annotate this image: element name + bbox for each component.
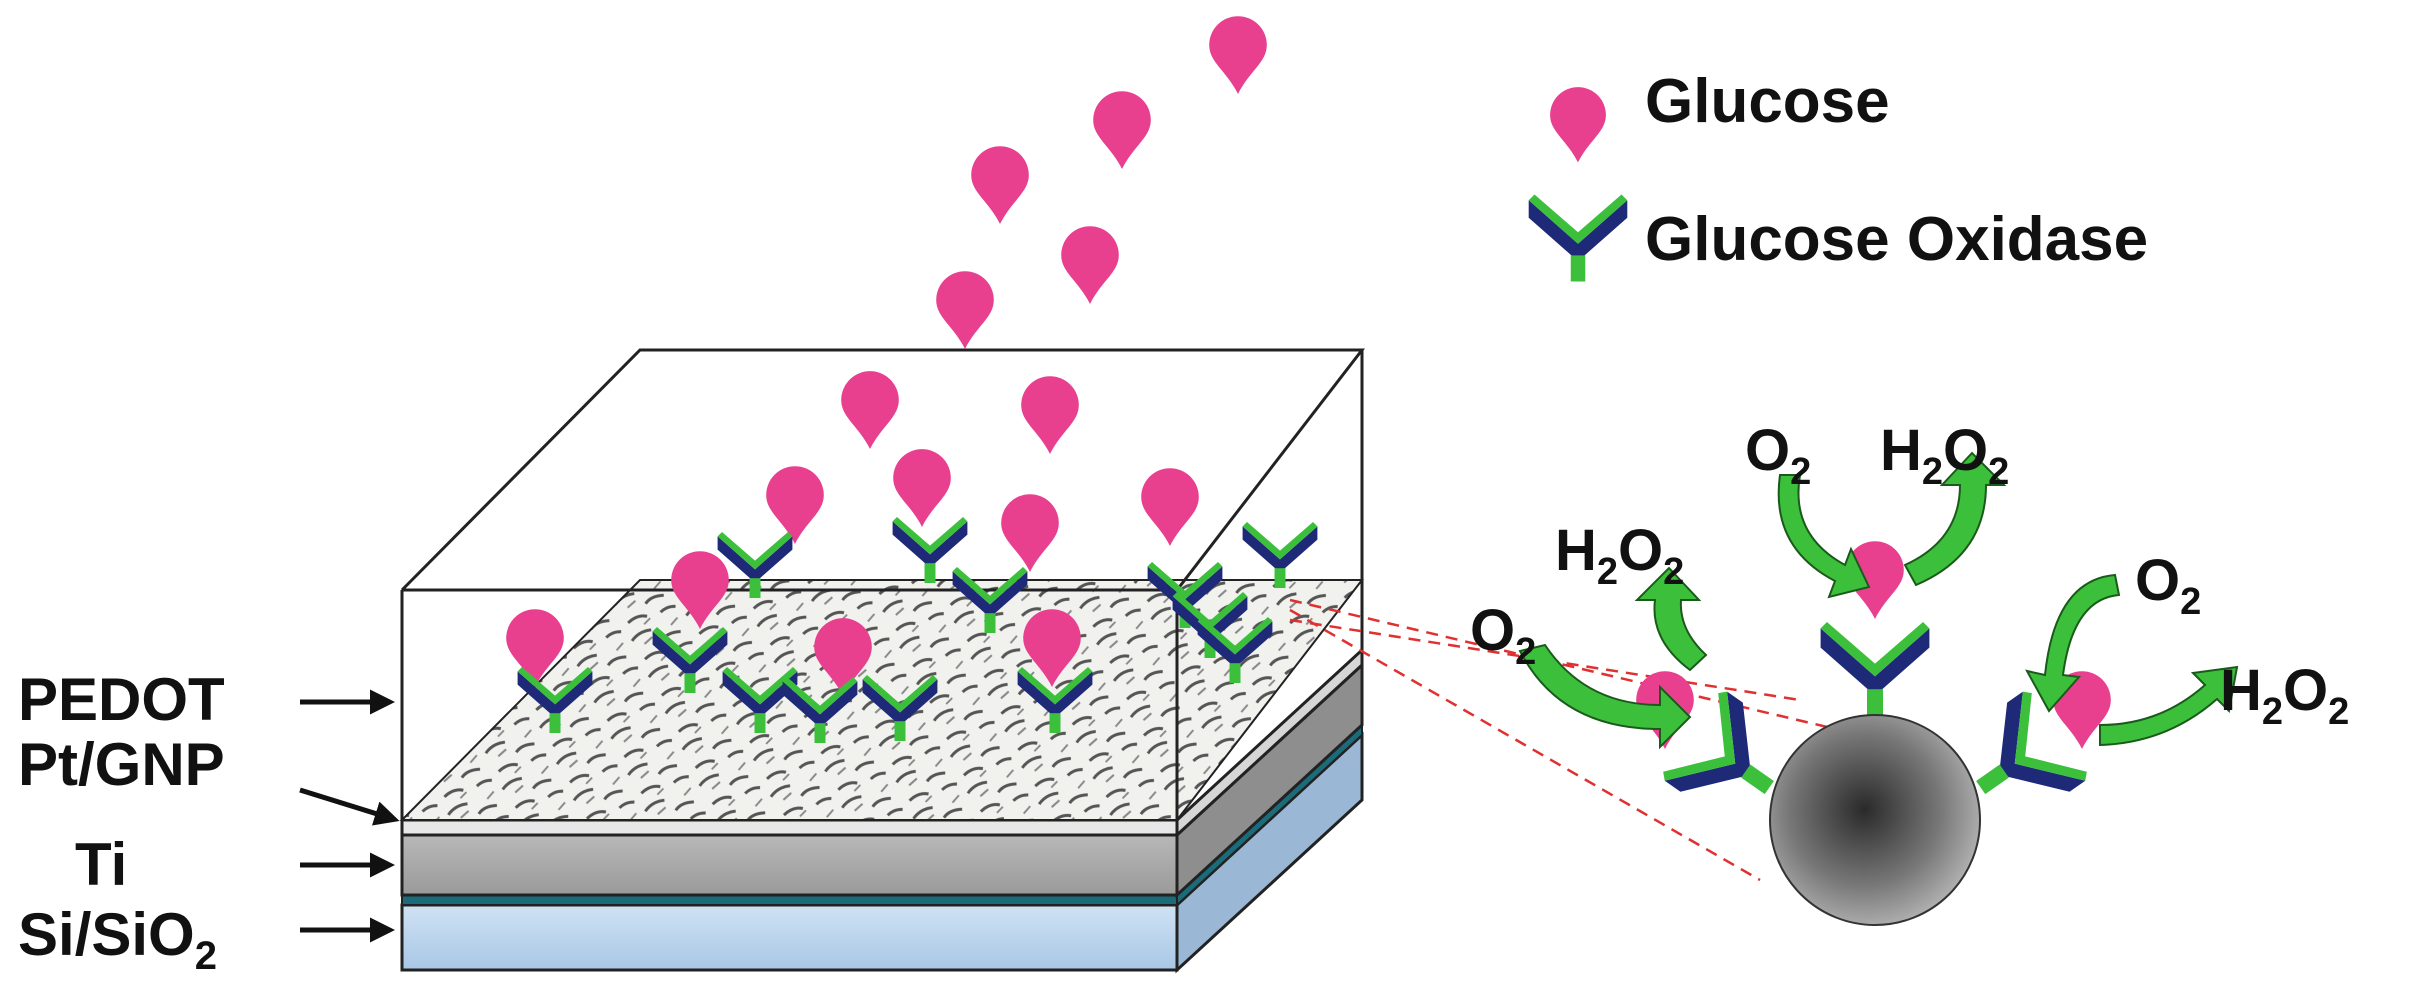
si-layer-front [400, 903, 1179, 972]
arrow-h2o2-center-out [1903, 451, 2007, 587]
h2o2-label-top: H2O2 [1880, 418, 2009, 493]
o2-label-left: O2 [1470, 598, 1536, 673]
reaction-labels: O2 H2O2 H2O2 O2 O2 H2O2 [1470, 418, 2349, 733]
glucose-molecule-15 [1023, 609, 1081, 687]
glucose-molecule-7 [1021, 376, 1079, 454]
layer-labels: PEDOT Pt/GNP Ti Si/SiO2 [18, 666, 400, 978]
glucose-molecule-14 [814, 618, 872, 696]
legend: Glucose Glucose Oxidase [1645, 67, 2148, 274]
surface-enzyme-9 [782, 677, 858, 743]
legend-glucose-icon [1550, 87, 1606, 163]
glucose-molecule-3 [971, 146, 1029, 224]
surface-enzyme-8 [722, 667, 798, 733]
surface-enzyme-4 [952, 567, 1028, 633]
glucose-molecule-1 [1209, 16, 1267, 94]
arrow-h2o2-right-out [2099, 665, 2239, 747]
glucose-molecule-11 [1001, 494, 1059, 572]
glucose-molecule-8 [766, 466, 824, 544]
pt-layer-front [400, 818, 1179, 837]
nanoparticle-closeup [1769, 714, 1981, 926]
surface-enzyme-1 [717, 532, 793, 598]
surface-enzyme-11 [1017, 667, 1093, 733]
surface-enzyme-3 [1242, 522, 1318, 588]
np-enzyme-left [1663, 691, 1774, 795]
glucose-molecule-16 [1846, 541, 1904, 619]
legend-glucose-label: Glucose [1645, 67, 1890, 136]
surface-enzyme-6 [652, 627, 728, 693]
arrow-o2-left-in [1518, 643, 1692, 750]
ti-layer-front [400, 833, 1179, 897]
label-si-sio2: Si/SiO2 [18, 901, 217, 978]
h2o2-label-right: H2O2 [2220, 658, 2349, 733]
legend-enzyme-label: Glucose Oxidase [1645, 205, 2148, 274]
reaction-arrows [1518, 451, 2239, 750]
glucose-molecule-4 [1061, 226, 1119, 304]
surface-enzyme-7 [517, 667, 593, 733]
glucose-molecule-6 [841, 371, 899, 449]
np-enzyme-right [1976, 691, 2087, 795]
solution-box [400, 348, 1366, 820]
arrow-o2-right-in [2025, 573, 2121, 713]
glucose-molecule-5 [936, 271, 994, 349]
label-pt-gnp: Pt/GNP [18, 731, 225, 798]
label-pedot: PEDOT [18, 666, 225, 733]
surface-enzyme-10 [862, 675, 938, 741]
pt-layer-side [1175, 646, 1364, 839]
glucose-molecule-10 [1141, 468, 1199, 546]
legend-enzyme-icon [1528, 194, 1628, 282]
h2o2-label-left: H2O2 [1555, 518, 1684, 593]
substrate-stack [400, 646, 1364, 974]
zoom-lines [1289, 598, 1841, 882]
surface-enzyme-2 [892, 517, 968, 583]
arrow-h2o2-left-out [1634, 566, 1708, 672]
glucose-molecule-13 [506, 609, 564, 687]
o2-label-top: O2 [1745, 418, 1811, 493]
enzyme-group [517, 194, 2087, 795]
gold-nanoparticle [1769, 714, 1981, 926]
glucose-molecule-9 [893, 449, 951, 527]
np-enzyme-top [1820, 622, 1930, 718]
glucose-molecule-2 [1093, 91, 1151, 169]
arrow-pt-gnp [299, 787, 400, 826]
glucose-molecule-12 [671, 551, 729, 629]
label-ti: Ti [75, 831, 127, 898]
arrow-o2-center-in [1777, 474, 1871, 599]
surface-enzyme-13 [1197, 617, 1273, 683]
o2-label-right: O2 [2135, 548, 2201, 623]
